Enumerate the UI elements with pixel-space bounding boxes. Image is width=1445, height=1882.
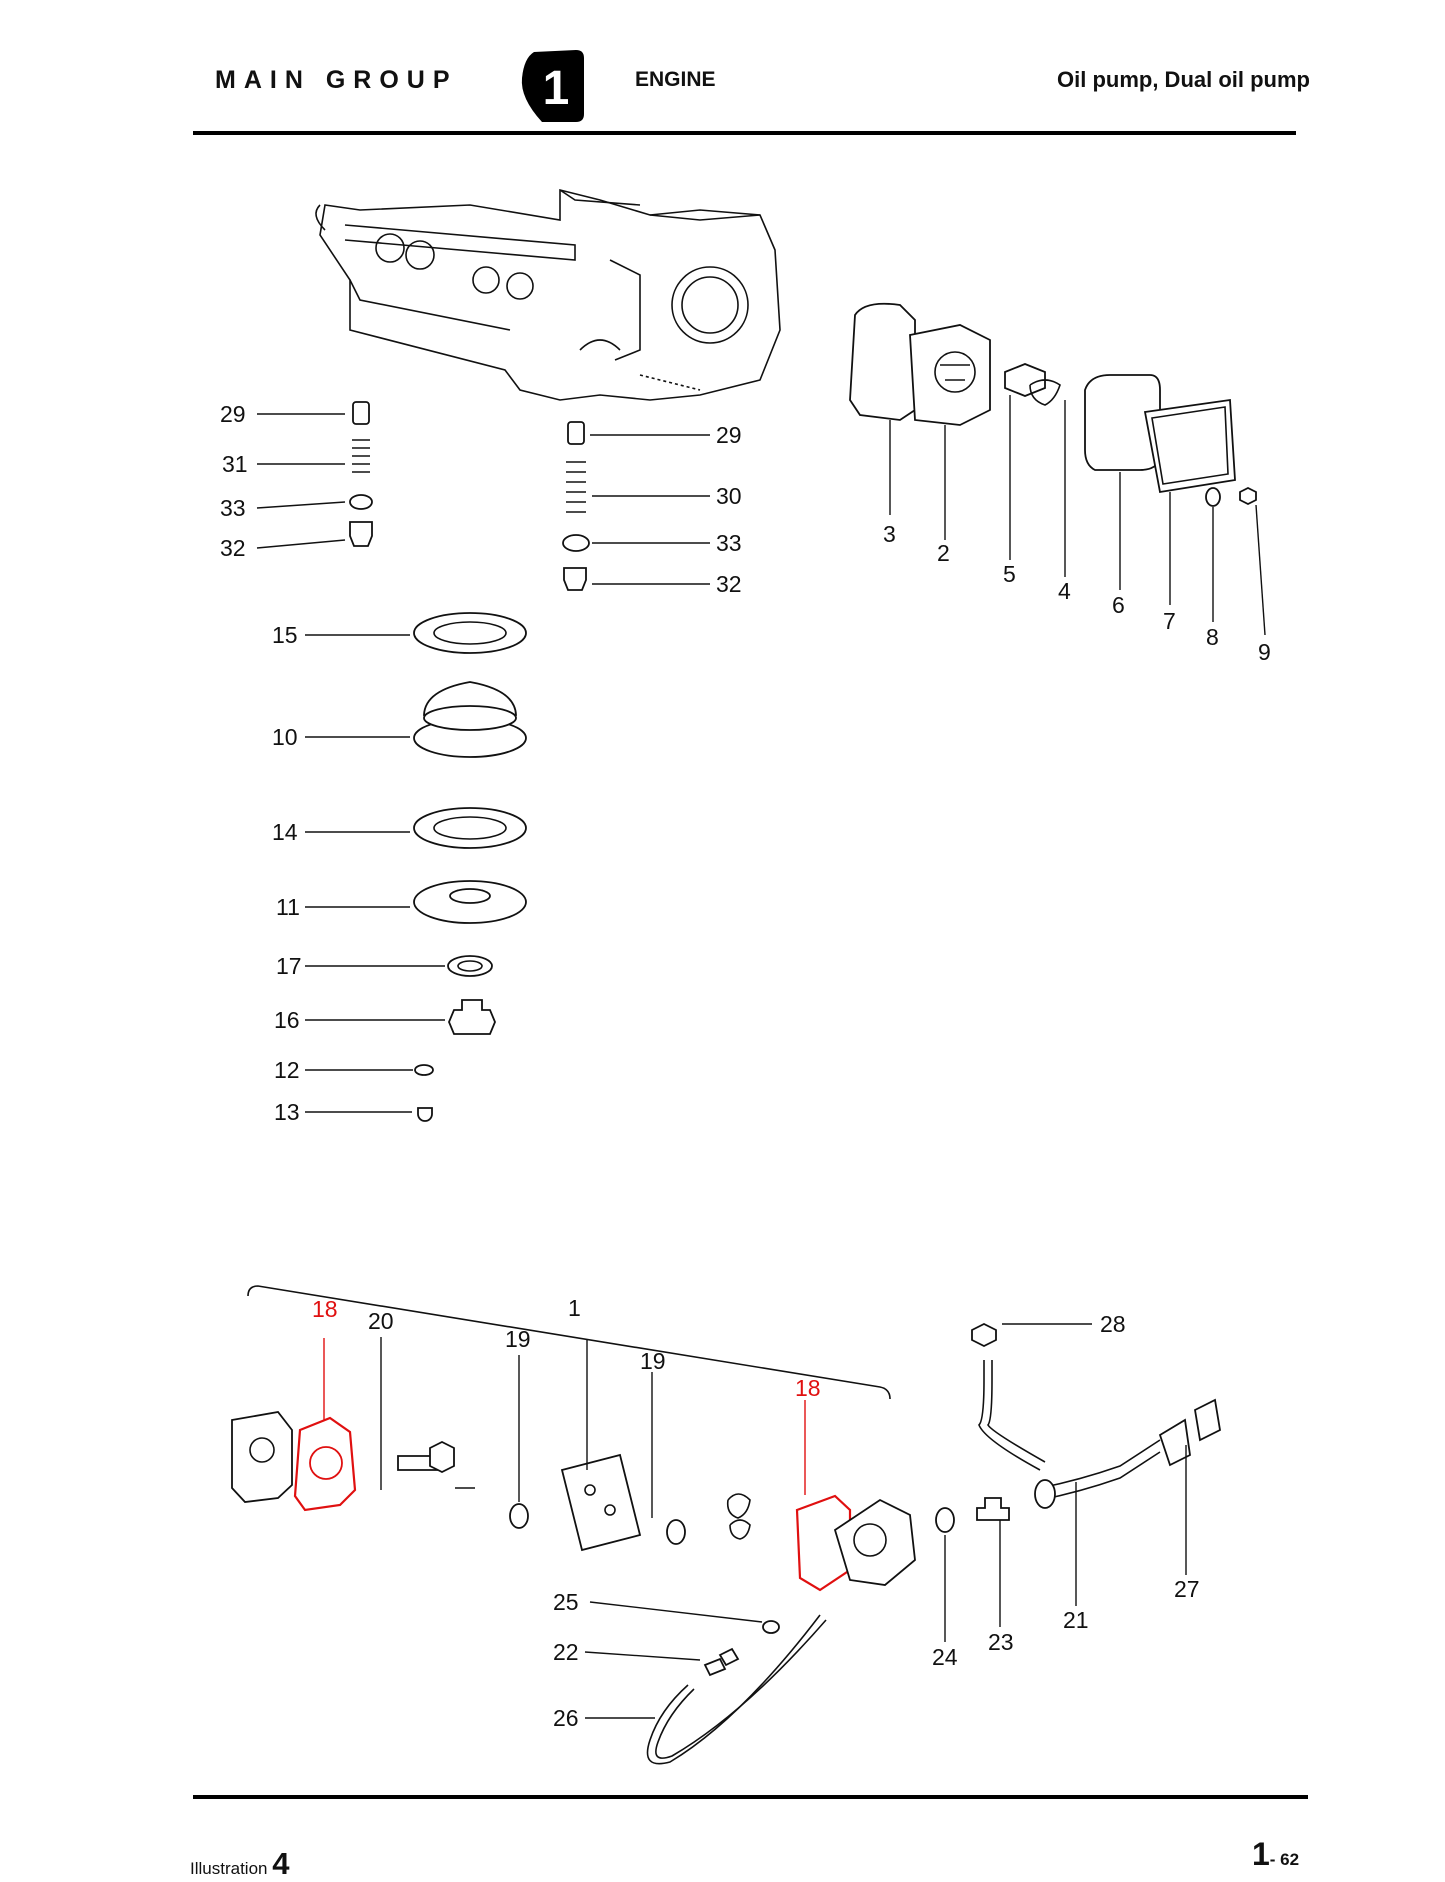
oil-pump-upper-assembly [849, 302, 1257, 507]
label-29a: 29 [220, 401, 246, 427]
section-title: Oil pump, Dual oil pump [1057, 67, 1310, 92]
gasket-14-part [413, 807, 527, 849]
washer-25-part [762, 1620, 780, 1634]
union-23-part [976, 1497, 1010, 1521]
label-5: 5 [1003, 561, 1016, 587]
label-1: 1 [568, 1295, 581, 1321]
illustration-word: Illustration [190, 1859, 268, 1878]
label-6: 6 [1112, 592, 1125, 618]
label-30: 30 [716, 483, 742, 509]
label-3: 3 [883, 521, 896, 547]
left-plunger-stack [349, 401, 373, 547]
gasket-18a-part [293, 1416, 357, 1512]
cover-7-part [1143, 398, 1236, 494]
badge-number: 1 [543, 62, 570, 115]
gear-5-part [1004, 363, 1046, 397]
label-18b: 18 [795, 1375, 821, 1401]
label-11: 11 [276, 894, 300, 920]
middle-plunger-stack [562, 421, 590, 591]
spring-31-part [352, 439, 370, 473]
label-33a: 33 [220, 495, 246, 521]
seal-19b-part [666, 1519, 686, 1545]
intermediate-plate-part [560, 1453, 642, 1552]
footer-rule [193, 1795, 1308, 1799]
label-21: 21 [1063, 1607, 1089, 1633]
fitting-27-part [1158, 1418, 1191, 1467]
oil-strainer-stack [413, 612, 527, 1122]
plunger-29b-part [567, 421, 585, 445]
seal-24-part [935, 1507, 955, 1533]
plunger-29a-part [352, 401, 370, 425]
main-group-title: MAIN GROUP [215, 66, 458, 94]
label-2: 2 [937, 540, 950, 566]
page-sub: - 62 [1269, 1850, 1300, 1869]
label-31: 31 [222, 451, 248, 477]
label-8: 8 [1206, 624, 1219, 650]
illustration-caption: Illustration 4 [190, 1846, 289, 1882]
label-16: 16 [274, 1007, 300, 1033]
union-22-part [703, 1647, 740, 1677]
part-number-labels: 29 31 33 32 29 30 33 32 3 2 5 4 6 7 8 9 … [220, 401, 1271, 1731]
label-28: 28 [1100, 1311, 1126, 1337]
label-15: 15 [272, 622, 298, 648]
nut-13-part [417, 1107, 433, 1122]
label-10: 10 [272, 724, 298, 750]
group-number-badge: 1 [521, 50, 584, 122]
gasket-15-part [413, 612, 527, 654]
badge-shape [521, 50, 584, 122]
oil-line-upper [978, 1360, 1041, 1471]
oil-line-26 [646, 1614, 821, 1765]
label-19b: 19 [640, 1348, 666, 1374]
label-12: 12 [274, 1057, 300, 1083]
label-22: 22 [553, 1639, 579, 1665]
spring-30-part [566, 461, 586, 513]
label-7: 7 [1163, 608, 1176, 634]
label-29b: 29 [716, 422, 742, 448]
label-25: 25 [553, 1589, 579, 1615]
label-27: 27 [1174, 1576, 1200, 1602]
gear-4-part [1029, 379, 1061, 406]
washer-33a-part [349, 494, 373, 510]
page-main: 1 [1252, 1836, 1270, 1872]
label-20: 20 [368, 1308, 394, 1334]
label-18a: 18 [312, 1296, 338, 1322]
pump-housing-part [833, 1498, 916, 1586]
gears-part [726, 1493, 751, 1540]
nut-28-part [971, 1322, 997, 1348]
leader-lines [256, 395, 1266, 1719]
page-number: 1- 62 [1252, 1836, 1299, 1873]
washer-33b-part [562, 534, 590, 552]
pump-cover-part [231, 1411, 293, 1503]
plug-16-part [448, 999, 496, 1035]
plug-32b-part [563, 567, 587, 591]
nut-9-part [1239, 486, 1257, 506]
label-4: 4 [1058, 578, 1071, 604]
label-17: 17 [276, 953, 302, 979]
illustration-number: 4 [272, 1846, 290, 1881]
label-19a: 19 [505, 1326, 531, 1352]
label-13: 13 [274, 1099, 300, 1125]
seal-19a-part [509, 1503, 529, 1529]
label-32a: 32 [220, 535, 246, 561]
gasket-3-part [849, 302, 916, 421]
label-33b: 33 [716, 530, 742, 556]
label-26: 26 [553, 1705, 579, 1731]
plug-32a-part [349, 521, 373, 547]
label-23: 23 [988, 1629, 1014, 1655]
engine-crankcase-drawing [315, 188, 781, 401]
label-24: 24 [932, 1644, 958, 1670]
label-14: 14 [272, 819, 298, 845]
pump-housing-2-part [909, 324, 991, 426]
category-title: ENGINE [635, 68, 716, 91]
washer-12-part [414, 1064, 434, 1076]
dual-oil-pump-assembly [231, 1285, 1221, 1765]
label-9: 9 [1258, 639, 1271, 665]
washer-8-part [1205, 487, 1221, 507]
seal-17-part [447, 955, 493, 977]
label-32b: 32 [716, 571, 742, 597]
assembly-bracket-1 [247, 1285, 891, 1400]
header-rule [193, 131, 1296, 135]
